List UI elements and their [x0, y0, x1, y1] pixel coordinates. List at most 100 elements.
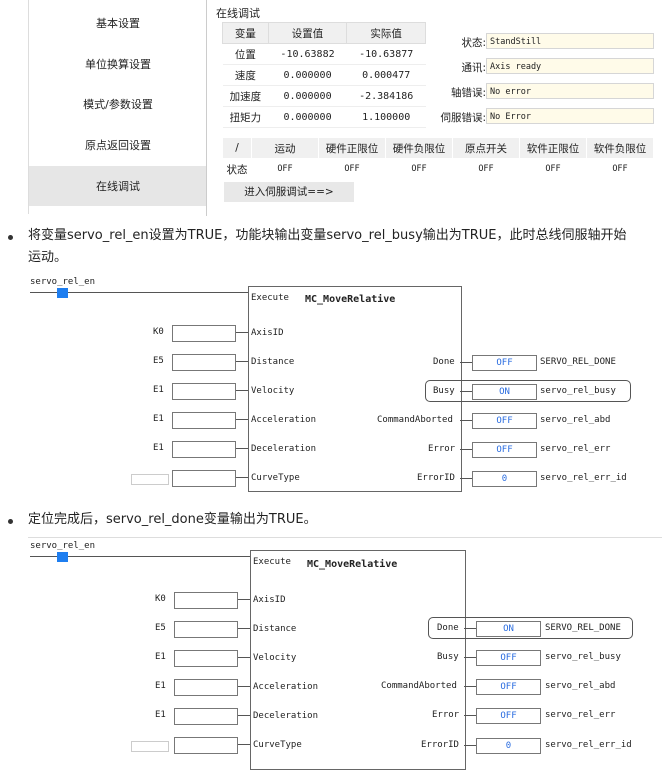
- sidebar-item-basic-settings[interactable]: 基本设置: [29, 3, 207, 43]
- axis-error-label: 轴错误:: [450, 87, 486, 99]
- output-value: OFF: [472, 442, 537, 458]
- input-field[interactable]: [174, 621, 238, 638]
- input-pin: CurveType: [251, 473, 300, 483]
- input-field[interactable]: [172, 412, 236, 429]
- output-pin: CommandAborted: [381, 681, 457, 691]
- wire: [460, 362, 474, 363]
- execute-pin: Execute: [253, 557, 291, 567]
- input-field[interactable]: [174, 737, 238, 754]
- status-cell: OFF: [545, 164, 561, 174]
- wire: [236, 390, 248, 391]
- wire: [238, 599, 250, 600]
- sidebar-item-label: 在线调试: [96, 180, 140, 193]
- input-pin: Velocity: [253, 653, 297, 663]
- table-row: 状态 OFF OFF OFF OFF OFF OFF: [223, 159, 654, 180]
- row-label: 位置: [222, 43, 269, 65]
- sidebar-item-unit-conversion[interactable]: 单位换算设置: [29, 44, 207, 84]
- set-value: 0.000000: [268, 85, 347, 107]
- function-block-diagram-2: servo_rel_en Execute MC_MoveRelative K0 …: [0, 537, 662, 770]
- input-pin: Deceleration: [251, 444, 317, 454]
- highlight-box: [425, 380, 631, 402]
- actual-value: 0.000477: [346, 64, 426, 86]
- status-cell: OFF: [478, 164, 494, 174]
- input-operand: E1: [155, 652, 166, 662]
- function-block[interactable]: [248, 286, 462, 492]
- input-pin: Velocity: [251, 386, 295, 396]
- contact-icon[interactable]: [57, 552, 68, 562]
- contact-variable: servo_rel_en: [30, 541, 96, 551]
- output-value: OFF: [472, 355, 537, 371]
- comm-label: 通讯:: [461, 62, 486, 74]
- output-value: OFF: [472, 413, 537, 429]
- input-pin: CurveType: [253, 740, 302, 750]
- sidebar-item-label: 原点返回设置: [85, 139, 151, 152]
- set-value: 0.000000: [268, 64, 347, 86]
- status-cell: OFF: [612, 164, 628, 174]
- sidebar: 基本设置 单位换算设置 模式/参数设置 原点返回设置 在线调试: [28, 0, 207, 214]
- output-pin: Done: [433, 357, 455, 367]
- servo-error-label: 伺服错误:: [440, 112, 486, 124]
- input-field[interactable]: [172, 354, 236, 371]
- ghost-operand-field[interactable]: [131, 474, 169, 485]
- output-variable: servo_rel_err_id: [545, 740, 632, 750]
- row-label: 扭矩力: [222, 106, 269, 128]
- function-block-title: MC_MoveRelative: [307, 559, 398, 570]
- input-operand: K0: [155, 594, 166, 604]
- set-value: -10.63882: [268, 43, 347, 65]
- column-header: 实际值: [346, 22, 426, 44]
- limit-table: / 运动 硬件正限位 硬件负限位 原点开关 软件正限位 软件负限位 状态 OFF…: [222, 137, 654, 179]
- wire: [236, 419, 248, 420]
- function-block[interactable]: [250, 550, 466, 770]
- row-label: 状态: [226, 163, 248, 176]
- wire: [460, 391, 474, 392]
- sidebar-item-online-debug[interactable]: 在线调试: [29, 166, 207, 206]
- contact-icon[interactable]: [57, 288, 68, 298]
- output-variable: servo_rel_abd: [540, 415, 611, 425]
- input-operand: E1: [153, 414, 164, 424]
- input-operand: E5: [155, 623, 166, 633]
- output-value: OFF: [476, 708, 541, 724]
- function-block-title: MC_MoveRelative: [305, 294, 396, 305]
- output-variable: servo_rel_err_id: [540, 473, 627, 483]
- sidebar-item-label: 单位换算设置: [85, 58, 151, 71]
- axis-error-field: No error: [486, 83, 654, 99]
- enter-servo-debug-button[interactable]: 进入伺服调试==>: [224, 182, 354, 202]
- set-value: 0.000000: [268, 106, 347, 128]
- divider: [206, 0, 207, 216]
- execute-pin: Execute: [251, 293, 289, 303]
- input-field[interactable]: [172, 325, 236, 342]
- sidebar-item-homing[interactable]: 原点返回设置: [29, 125, 207, 165]
- output-variable: SERVO_REL_DONE: [540, 357, 616, 367]
- wire: [464, 657, 478, 658]
- input-field[interactable]: [174, 708, 238, 725]
- input-field[interactable]: [174, 650, 238, 667]
- sidebar-item-mode-params[interactable]: 模式/参数设置: [29, 84, 207, 124]
- column-header: 运动: [251, 137, 319, 159]
- column-header: 变量: [222, 22, 269, 44]
- input-field[interactable]: [172, 470, 236, 487]
- input-field[interactable]: [174, 592, 238, 609]
- value-table: 变量 设置值 实际值 位置 -10.63882 -10.63877 速度 0.0…: [222, 22, 426, 128]
- input-field[interactable]: [174, 679, 238, 696]
- table-row: 加速度 0.000000 -2.384186: [222, 85, 426, 107]
- paragraph-line: 运动。: [28, 250, 68, 265]
- input-field[interactable]: [172, 383, 236, 400]
- power-rail: [30, 556, 250, 557]
- table-row: 扭矩力 0.000000 1.100000: [222, 106, 426, 128]
- output-value: OFF: [476, 679, 541, 695]
- sidebar-item-label: 基本设置: [96, 17, 140, 30]
- output-value: ON: [476, 621, 541, 637]
- output-value: OFF: [476, 650, 541, 666]
- wire: [464, 745, 478, 746]
- ghost-operand-field[interactable]: [131, 741, 169, 752]
- status-field: StandStill: [486, 33, 654, 49]
- input-operand: K0: [153, 327, 164, 337]
- status-cell: OFF: [344, 164, 360, 174]
- wire: [464, 715, 478, 716]
- wire: [460, 449, 474, 450]
- actual-value: -2.384186: [346, 85, 426, 107]
- sidebar-item-label: 模式/参数设置: [83, 98, 153, 111]
- input-pin: Acceleration: [253, 682, 319, 692]
- input-field[interactable]: [172, 441, 236, 458]
- output-pin: Error: [428, 444, 456, 454]
